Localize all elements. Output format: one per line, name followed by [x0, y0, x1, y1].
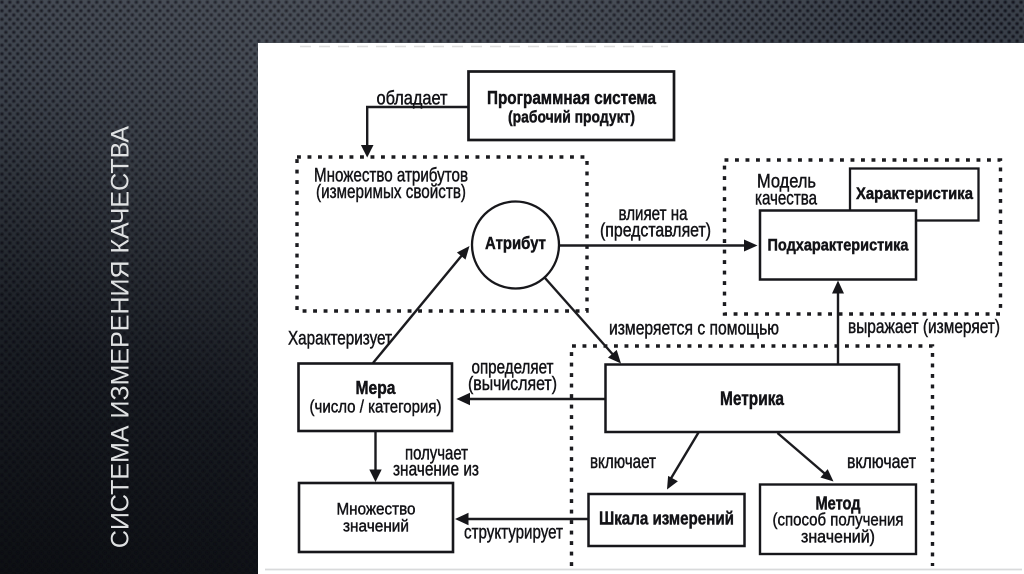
svg-text:значение из: значение из — [393, 460, 479, 481]
svg-text:качества: качества — [755, 189, 817, 210]
svg-text:Подхарактеристика: Подхарактеристика — [768, 236, 909, 255]
svg-text:Метрика: Метрика — [720, 389, 784, 410]
svg-text:получает: получает — [405, 444, 468, 465]
svg-text:(способ получения: (способ получения — [773, 510, 904, 530]
svg-text:Атрибут: Атрибут — [485, 233, 546, 253]
svg-text:Множество: Множество — [337, 500, 416, 519]
svg-text:Мера: Мера — [356, 378, 397, 398]
svg-text:(рабочий продукт): (рабочий продукт) — [508, 109, 635, 127]
svg-text:обладает: обладает — [377, 89, 448, 110]
svg-text:Множество атрибутов: Множество атрибутов — [314, 166, 468, 187]
svg-text:(измеримых свойств): (измеримых свойств) — [316, 182, 466, 203]
svg-text:значений): значений) — [801, 527, 875, 547]
svg-text:определяет: определяет — [472, 358, 554, 379]
svg-text:Характеристика: Характеристика — [856, 184, 973, 203]
svg-text:Характеризует: Характеризует — [288, 329, 392, 350]
svg-text:Метод: Метод — [816, 494, 861, 514]
svg-text:измеряется с помощью: измеряется с помощью — [609, 319, 779, 340]
svg-text:(число / категория): (число / категория) — [310, 397, 442, 417]
svg-text:структурирует: структурирует — [464, 523, 563, 544]
svg-text:Модель: Модель — [757, 172, 816, 193]
svg-text:выражает (измеряет): выражает (измеряет) — [848, 317, 1000, 338]
svg-text:включает: включает — [590, 452, 656, 473]
svg-text:(представляет): (представляет) — [600, 221, 711, 242]
svg-text:Программная система: Программная система — [487, 87, 657, 108]
svg-text:Шкала измерений: Шкала измерений — [599, 508, 734, 529]
svg-text:включает: включает — [847, 452, 916, 473]
svg-text:влияет на: влияет на — [619, 204, 688, 225]
svg-text:значений: значений — [343, 517, 409, 536]
svg-text:(вычисляет): (вычисляет) — [468, 374, 557, 395]
